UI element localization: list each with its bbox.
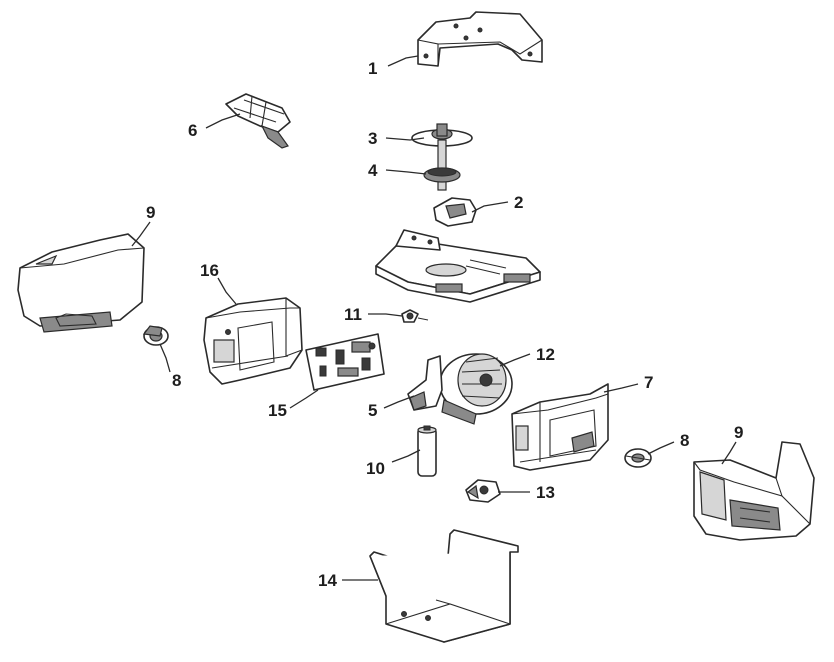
leader-8b <box>647 441 675 455</box>
leader-12 <box>499 353 531 367</box>
leader-1 <box>387 55 419 67</box>
part-10-capacitor <box>417 425 437 477</box>
part-14-bottom-tray <box>369 529 519 643</box>
callout-labels: 1 2 3 4 5 6 7 8 8 9 9 10 11 12 13 14 15 … <box>146 59 743 590</box>
callout-2: 2 <box>514 193 523 212</box>
callout-1: 1 <box>368 59 377 78</box>
leader-9b <box>721 441 737 465</box>
part-9-end-cover-left <box>17 233 145 333</box>
callout-16: 16 <box>200 261 219 280</box>
part-16-end-panel <box>203 297 303 385</box>
callout-9-left: 9 <box>146 203 155 222</box>
part-2-small-bracket <box>433 197 477 227</box>
callout-9-right: 9 <box>734 423 743 442</box>
leader-16 <box>217 277 237 305</box>
callout-12: 12 <box>536 345 555 364</box>
part-4-gear-shaft <box>423 139 461 191</box>
callout-13: 13 <box>536 483 555 502</box>
leader-5 <box>383 395 415 409</box>
leader-4 <box>385 169 427 175</box>
part-6-wire-bracket <box>225 93 291 149</box>
callout-3: 3 <box>368 129 377 148</box>
callout-14: 14 <box>318 571 337 590</box>
chassis-plate <box>375 229 541 303</box>
leader-6 <box>205 113 241 129</box>
callout-5: 5 <box>368 401 377 420</box>
part-8-pulley-left <box>142 325 169 346</box>
leader-3 <box>385 137 425 141</box>
part-11-clip <box>401 309 429 323</box>
part-5-motor-bracket <box>407 355 443 411</box>
leader-15 <box>289 389 319 409</box>
callout-4: 4 <box>368 161 378 180</box>
leader-9a <box>131 221 151 247</box>
callout-8-right: 8 <box>680 431 689 450</box>
part-15-logic-board <box>305 333 385 391</box>
leader-10 <box>391 449 421 463</box>
part-13-sensor <box>465 479 501 503</box>
leader-lines <box>131 55 737 581</box>
leader-8a <box>159 343 171 373</box>
part-9-end-cover-right <box>693 441 815 541</box>
part-7-side-panel <box>511 383 609 471</box>
callout-7: 7 <box>644 373 653 392</box>
part-8-pulley-right <box>624 448 652 468</box>
callout-10: 10 <box>366 459 385 478</box>
callout-11: 11 <box>344 305 362 324</box>
leader-7 <box>603 383 639 393</box>
callout-8-left: 8 <box>172 371 181 390</box>
part-3-sprocket <box>411 123 473 147</box>
callout-15: 15 <box>268 401 287 420</box>
part-12-motor <box>439 353 513 425</box>
part-1-top-bracket <box>417 11 543 67</box>
leader-11 <box>368 313 403 317</box>
leader-2 <box>471 201 509 213</box>
callout-6: 6 <box>188 121 197 140</box>
